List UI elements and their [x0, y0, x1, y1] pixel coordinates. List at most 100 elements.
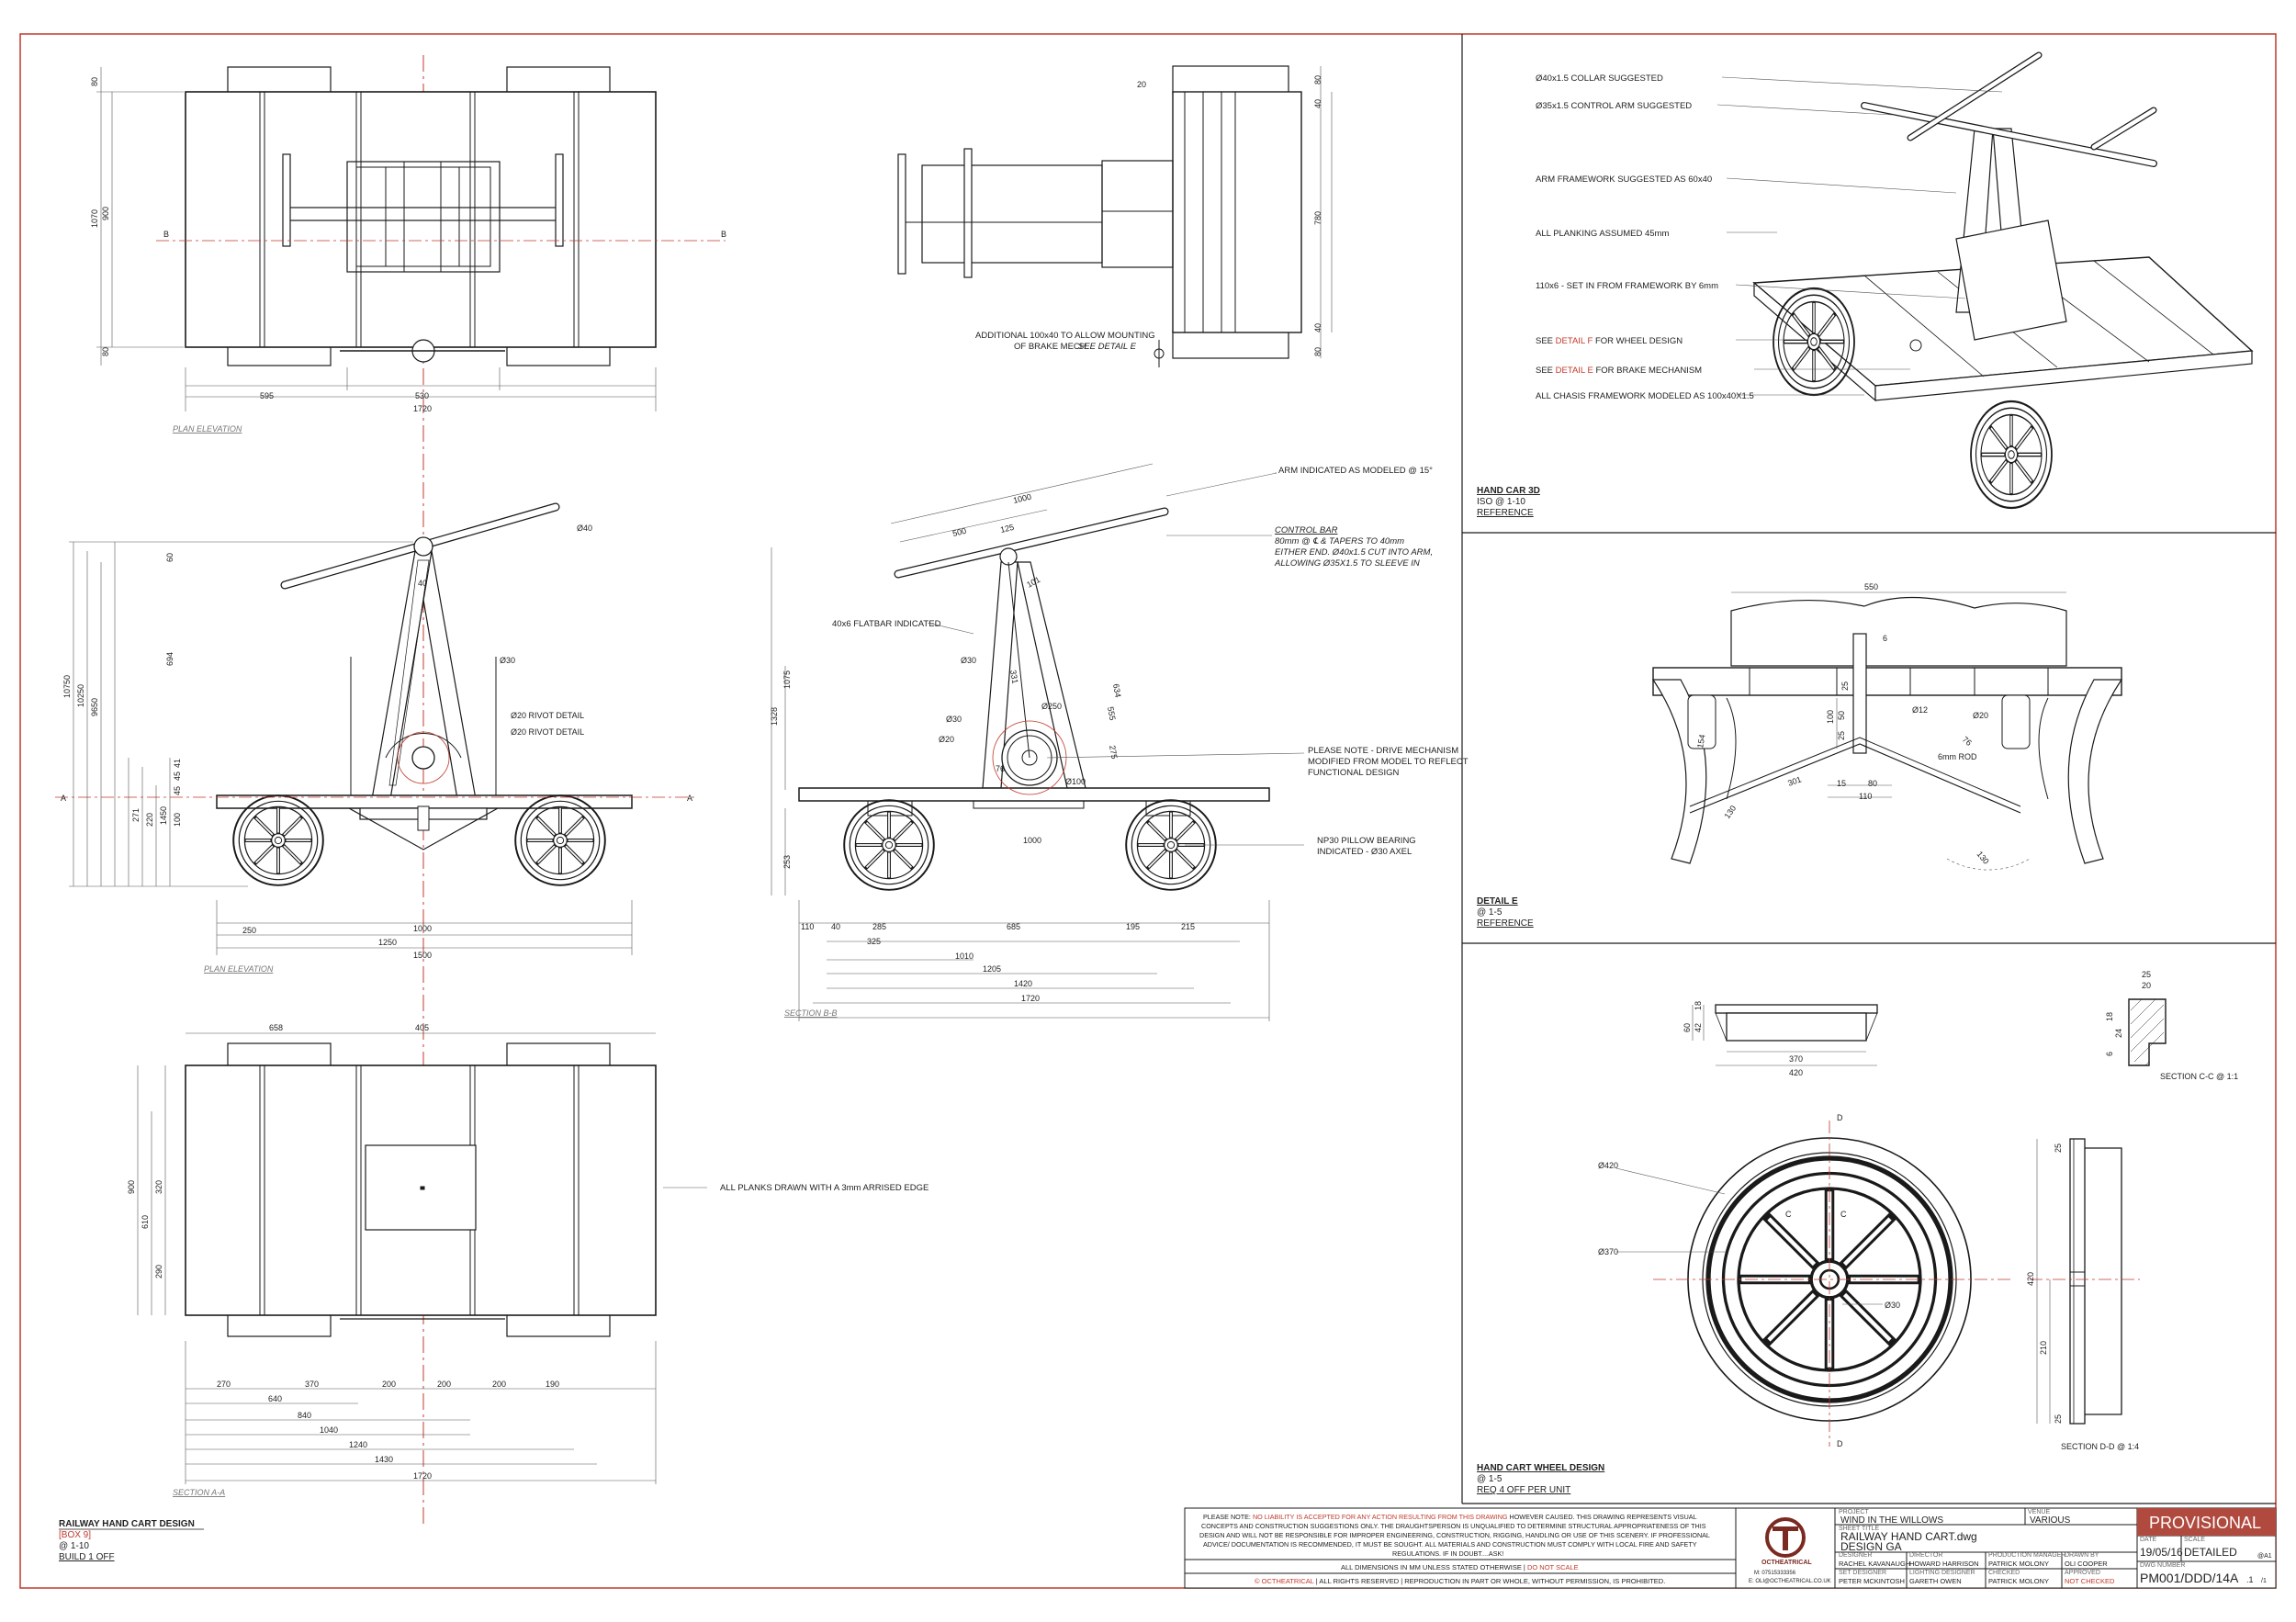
label-section-dd: SECTION D-D @ 1:4 [2061, 1442, 2139, 1451]
dim-de-15: 15 [1837, 779, 1846, 788]
tb-approved: NOT CHECKED [2065, 1577, 2115, 1585]
dim-side-40: 40 [1313, 99, 1322, 108]
dim-cc-6: 6 [2105, 1052, 2114, 1056]
note-bearing-l2: INDICATED - Ø30 AXEL [1317, 847, 1412, 857]
wheel-caption: HAND CART WHEEL DESIGN [1477, 1463, 1604, 1473]
dim-side-100: 100 [173, 813, 182, 827]
tb-approved-label: APPROVED [2065, 1570, 2100, 1576]
dim-bb-1000-arm: 1000 [1012, 492, 1032, 505]
logo-name: OCTHEATRICAL [1761, 1560, 1812, 1566]
dim-de-130: 130 [1722, 804, 1738, 820]
tb-sd: PETER MCKINTOSH [1839, 1577, 1905, 1585]
dim-bb-1075: 1075 [782, 670, 792, 689]
dim-aa-1240: 1240 [349, 1440, 367, 1449]
dim-dd-420: 420 [2026, 1272, 2035, 1286]
dim-side-40: 40 [418, 579, 427, 588]
dim-de-550: 550 [1864, 582, 1878, 591]
dim-plan-530: 530 [415, 391, 429, 400]
dim-side-10750: 10750 [62, 675, 72, 698]
dim-plan-900: 900 [101, 207, 110, 220]
dim-aa-658: 658 [269, 1023, 283, 1032]
sheet-border [19, 33, 2277, 1589]
wheel-req: REQ 4 OFF PER UNIT [1477, 1485, 1570, 1495]
dim-wheel-60: 60 [1683, 1023, 1692, 1032]
dim-aa-370: 370 [305, 1380, 319, 1389]
iso-note-arm-framework: ARM FRAMEWORK SUGGESTED AS 60x40 [1536, 175, 1712, 185]
tb-pm-label: PRODUCTION MANAGER [1988, 1552, 2065, 1559]
dim-de-80: 80 [1868, 779, 1877, 788]
dim-de-50: 50 [1837, 711, 1846, 720]
dim-de-110: 110 [1859, 792, 1872, 801]
note-control-bar-l1: 80mm @ ℄ & TAPERS TO 40mm [1275, 536, 1404, 546]
dim-bb-1010: 1010 [955, 952, 974, 961]
logo-email: E: OLI@OCTHEATRICAL.CO.UK [1749, 1579, 1831, 1584]
dim-side-80b: 80 [1313, 347, 1322, 356]
view-label-plan-top: PLAN ELEVATION [173, 424, 242, 434]
dim-bb-76: 76 [996, 764, 1005, 773]
main-caption-scale: @ 1-10 [59, 1541, 89, 1551]
dim-aa-190: 190 [546, 1380, 559, 1389]
tb-director: HOWARD HARRISON [1909, 1560, 1979, 1568]
tb-pm: PATRICK MOLONY [1988, 1560, 2049, 1568]
section-marker-b-right: B [721, 230, 726, 239]
dim-bb-1420: 1420 [1014, 979, 1032, 988]
section-aa-view [185, 1042, 657, 1337]
dim-wheel-d30: Ø30 [1885, 1301, 1900, 1310]
tb-dwg-label: DWG NUMBER [2140, 1562, 2185, 1569]
dim-side-80a: 80 [1313, 75, 1322, 84]
dim-bb-1328: 1328 [770, 707, 779, 726]
dim-plan-1070: 1070 [90, 209, 99, 228]
dim-side-9650: 9650 [90, 698, 99, 716]
dim-aa-270: 270 [217, 1380, 231, 1389]
dim-bb-253: 253 [782, 855, 792, 869]
dim-aa-200a: 200 [382, 1380, 396, 1389]
dim-wheel-420: 420 [1789, 1068, 1803, 1077]
label-section-d-top: D [1837, 1113, 1843, 1122]
detail-e-scale: @ 1-5 [1477, 907, 1503, 918]
dim-side-41: 41 [173, 759, 182, 768]
dim-cc-18: 18 [2105, 1012, 2114, 1021]
dim-aa-200c: 200 [492, 1380, 506, 1389]
status-banner [2137, 1508, 2276, 1536]
label-section-c-1: C [1785, 1210, 1792, 1219]
dim-de-100: 100 [1826, 710, 1835, 724]
section-cc-profile [2128, 998, 2167, 1066]
octheatrical-logo: OCTHEATRICAL [1761, 1517, 1812, 1566]
tb-designer: RACHEL KAVANAUGH [1839, 1560, 1910, 1568]
note-brake-mech: OF BRAKE MECH. [1014, 342, 1088, 352]
dim-bb-685: 685 [1007, 922, 1020, 931]
dim-side-1500: 1500 [413, 951, 432, 960]
dim-wheel-370: 370 [1789, 1054, 1803, 1064]
tb-scale-sub: @A1 [2257, 1553, 2272, 1560]
dim-side-60: 60 [165, 553, 174, 562]
dim-bb-1000: 1000 [1023, 836, 1041, 845]
dim-wheel-42: 42 [1694, 1023, 1703, 1032]
tb-ld-label: LIGHTING DESIGNER [1909, 1570, 1975, 1576]
dim-wheel-d420: Ø420 [1598, 1161, 1618, 1170]
note-flatbar: 40x6 FLATBAR INDICATED [832, 619, 941, 629]
note-drive-l1: PLEASE NOTE - DRIVE MECHANISM [1308, 746, 1458, 756]
dimensions-note: ALL DIMENSIONS IN MM UNLESS STATED OTHER… [1341, 1563, 1579, 1571]
tb-scale: DETAILED [2184, 1546, 2237, 1559]
tb-date: 19/05/16 [2140, 1546, 2183, 1559]
dim-de-d12: Ø12 [1912, 705, 1928, 715]
detail-e-caption: DETAIL E [1477, 896, 1518, 907]
main-caption-build: BUILD 1 OFF [59, 1552, 115, 1562]
section-marker-b-left: B [163, 230, 169, 239]
disclaimer-line-5: REGULATIONS. IF IN DOUBT....ASK! [1392, 1549, 1503, 1558]
dim-de-130b: 130 [1975, 850, 1990, 866]
dim-side-220: 220 [145, 813, 154, 827]
disclaimer-line-1: PLEASE NOTE: NO LIABILITY IS ACCEPTED FO… [1203, 1513, 1697, 1521]
dim-bb-d30b: Ø30 [946, 715, 962, 724]
dim-side-1450: 1450 [159, 806, 168, 825]
disclaimer-line-4: ADVICE/ DOCUMENTATION IS RECOMMENDED, IT… [1203, 1540, 1697, 1549]
section-dd-profile [2069, 1138, 2122, 1425]
dim-de-d20: Ø20 [1973, 711, 1988, 720]
dim-de-25: 25 [1837, 731, 1846, 740]
note-rivet-2: Ø20 RIVOT DETAIL [511, 727, 584, 737]
iso-view [1752, 51, 2254, 402]
dim-de-rod: 6mm ROD [1938, 752, 1977, 761]
tb-ld: GARETH OWEN [1909, 1577, 1962, 1585]
dim-side-d30: Ø30 [500, 656, 515, 665]
status-provisional: PROVISIONAL [2149, 1514, 2261, 1532]
